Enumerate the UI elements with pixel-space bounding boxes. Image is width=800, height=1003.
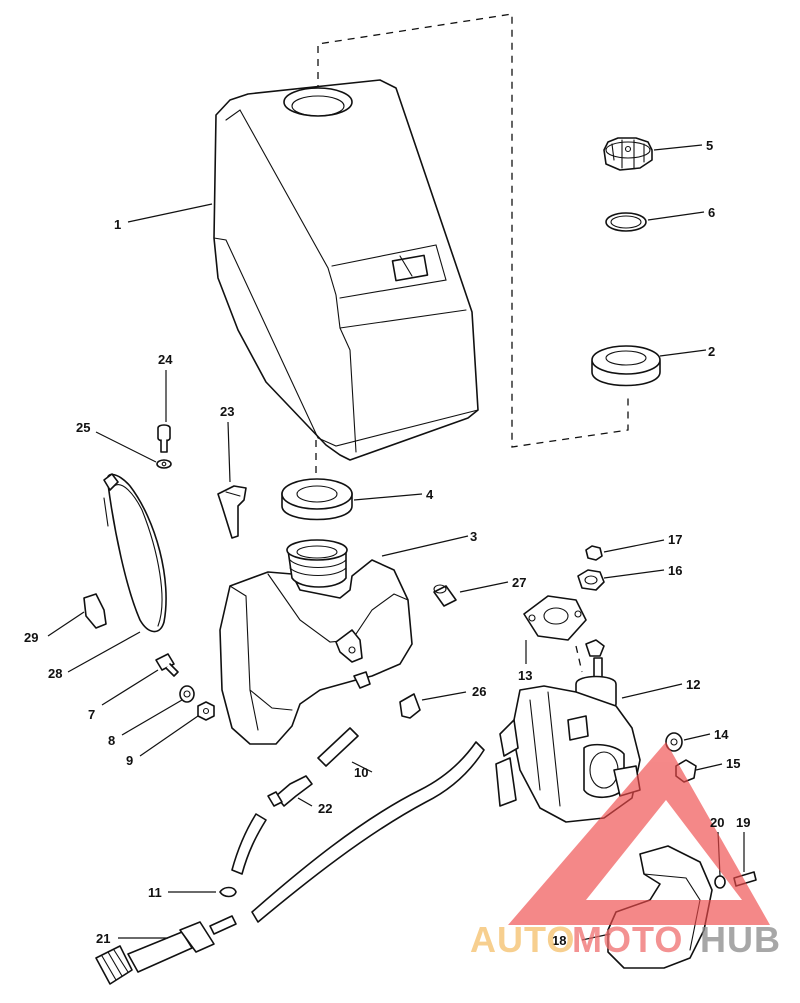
bracket-clip [217, 485, 247, 539]
callout-labels: 1 2 3 4 5 6 7 8 9 10 11 12 13 14 15 16 1… [24, 138, 750, 948]
callout-14: 14 [714, 727, 729, 742]
gasket-13 [523, 595, 587, 641]
callout-7: 7 [88, 707, 95, 722]
assembly-dashed-line-pipe [575, 645, 583, 673]
callout-23: 23 [220, 404, 234, 419]
watermark-triangle-icon [508, 742, 770, 925]
callout-12: 12 [686, 677, 700, 692]
callout-17: 17 [668, 532, 682, 547]
watermark-hub: HUB [700, 919, 781, 960]
nut-16 [577, 569, 605, 591]
callout-20: 20 [710, 815, 724, 830]
callout-4: 4 [426, 487, 434, 502]
callout-11: 11 [148, 885, 162, 900]
callout-18: 18 [552, 933, 566, 948]
watermark-auto: AUTO [470, 919, 575, 960]
washer-25-hole [161, 461, 167, 467]
carburetor [495, 639, 641, 823]
washer-8 [179, 685, 195, 703]
callout-19: 19 [736, 815, 750, 830]
callout-3: 3 [470, 529, 477, 544]
clip-26 [399, 693, 421, 719]
screw-7 [155, 653, 179, 677]
callout-21: 21 [96, 931, 110, 946]
callout-24: 24 [158, 352, 173, 367]
callout-9: 9 [126, 753, 133, 768]
fitting-22 [267, 775, 313, 807]
cowl-grommet [591, 345, 661, 387]
callout-27: 27 [512, 575, 526, 590]
callout-1: 1 [114, 217, 121, 232]
fuel-hose [251, 727, 485, 923]
callout-28: 28 [48, 666, 62, 681]
tank-grommet [281, 478, 353, 521]
watermark-text: AUTO MOTO HUB [470, 919, 781, 960]
assembly-dashed-line [317, 13, 629, 448]
callout-25: 25 [76, 420, 90, 435]
watermark-moto: MOTO [572, 919, 683, 960]
callout-29: 29 [24, 630, 38, 645]
nut-9 [197, 701, 215, 721]
callout-2: 2 [708, 344, 715, 359]
seal-ring-inner [610, 215, 642, 229]
callout-13: 13 [518, 668, 532, 683]
lower-hose [231, 813, 267, 875]
callout-26: 26 [472, 684, 486, 699]
screw-24 [157, 424, 171, 453]
callout-16: 16 [668, 563, 682, 578]
bushing-27 [433, 585, 457, 607]
callout-8: 8 [108, 733, 115, 748]
hose-clip-11 [219, 886, 237, 898]
fuel-tank [219, 539, 413, 745]
washer-25 [156, 459, 172, 469]
callout-6: 6 [708, 205, 715, 220]
washer-20 [714, 875, 726, 889]
callout-22: 22 [318, 801, 332, 816]
fill-cap [603, 137, 653, 171]
pad-29 [83, 593, 107, 629]
tank-strap [103, 473, 167, 633]
watermark-logo [508, 742, 770, 925]
top-cowl [213, 79, 479, 461]
callout-15: 15 [726, 756, 740, 771]
callout-10: 10 [354, 765, 368, 780]
nut-17 [585, 545, 603, 561]
callout-5: 5 [706, 138, 713, 153]
fuel-connector [95, 915, 237, 985]
